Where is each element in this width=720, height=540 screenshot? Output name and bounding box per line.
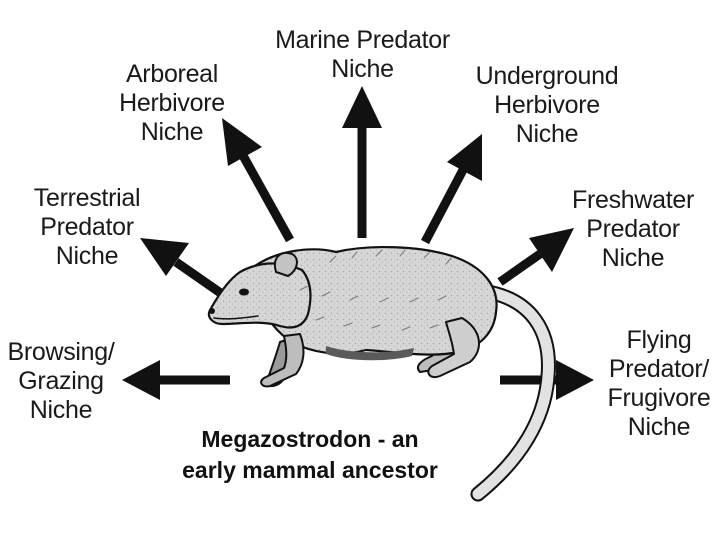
label-underground-herbivore-niche: Underground Herbivore Niche bbox=[466, 62, 628, 149]
label-line: Herbivore bbox=[119, 89, 225, 117]
label-line: Underground bbox=[475, 62, 619, 90]
arrow-browsing-grazing bbox=[122, 360, 230, 400]
label-flying-predator-frugivore-niche: Flying Predator/ Frugivore Niche bbox=[600, 326, 718, 442]
arrow-marine-predator bbox=[342, 86, 382, 238]
label-terrestrial-predator-niche: Terrestrial Predator Niche bbox=[20, 184, 154, 271]
label-line: Marine Predator bbox=[275, 26, 450, 54]
label-line: Niche bbox=[29, 396, 93, 424]
label-line: Predator/ bbox=[608, 355, 710, 383]
label-line: Freshwater bbox=[571, 186, 695, 214]
label-line: Predator bbox=[40, 213, 134, 241]
body bbox=[250, 246, 498, 356]
label-line: Grazing bbox=[18, 367, 104, 395]
arrow-terrestrial-predator bbox=[140, 238, 225, 298]
megazostrodon-illustration bbox=[207, 246, 556, 502]
front-leg-near bbox=[260, 333, 305, 388]
arrow-freshwater-predator bbox=[497, 228, 574, 286]
caption-line: early mammal ancestor bbox=[182, 457, 438, 483]
nose bbox=[209, 308, 215, 314]
hind-leg-near bbox=[427, 317, 480, 378]
label-line: Predator bbox=[586, 215, 680, 243]
label-marine-predator-niche: Marine Predator Niche bbox=[260, 26, 465, 84]
label-freshwater-predator-niche: Freshwater Predator Niche bbox=[560, 186, 706, 273]
label-line: Niche bbox=[331, 55, 394, 83]
label-line: Frugivore bbox=[607, 384, 711, 412]
eye bbox=[239, 288, 249, 296]
head bbox=[207, 262, 312, 329]
label-line: Flying bbox=[626, 326, 692, 354]
arrow-underground-herbivore bbox=[421, 134, 482, 245]
label-line: Browsing/ bbox=[7, 338, 115, 366]
label-line: Niche bbox=[140, 118, 204, 146]
label-browsing-grazing-niche: Browsing/ Grazing Niche bbox=[2, 338, 120, 425]
label-line: Niche bbox=[601, 244, 665, 272]
caption-line: Megazostrodon - an bbox=[201, 426, 419, 452]
ear bbox=[274, 252, 298, 277]
label-line: Herbivore bbox=[494, 91, 600, 119]
label-arboreal-herbivore-niche: Arboreal Herbivore Niche bbox=[108, 60, 236, 147]
label-line: Arboreal bbox=[125, 60, 219, 88]
label-line: Terrestrial bbox=[33, 184, 141, 212]
label-line: Niche bbox=[515, 120, 579, 148]
label-line: Niche bbox=[55, 242, 119, 270]
label-line: Niche bbox=[627, 413, 691, 441]
ancestor-caption: Megazostrodon - an early mammal ancestor bbox=[160, 424, 460, 486]
arrow-arboreal-herbivore bbox=[222, 118, 294, 243]
